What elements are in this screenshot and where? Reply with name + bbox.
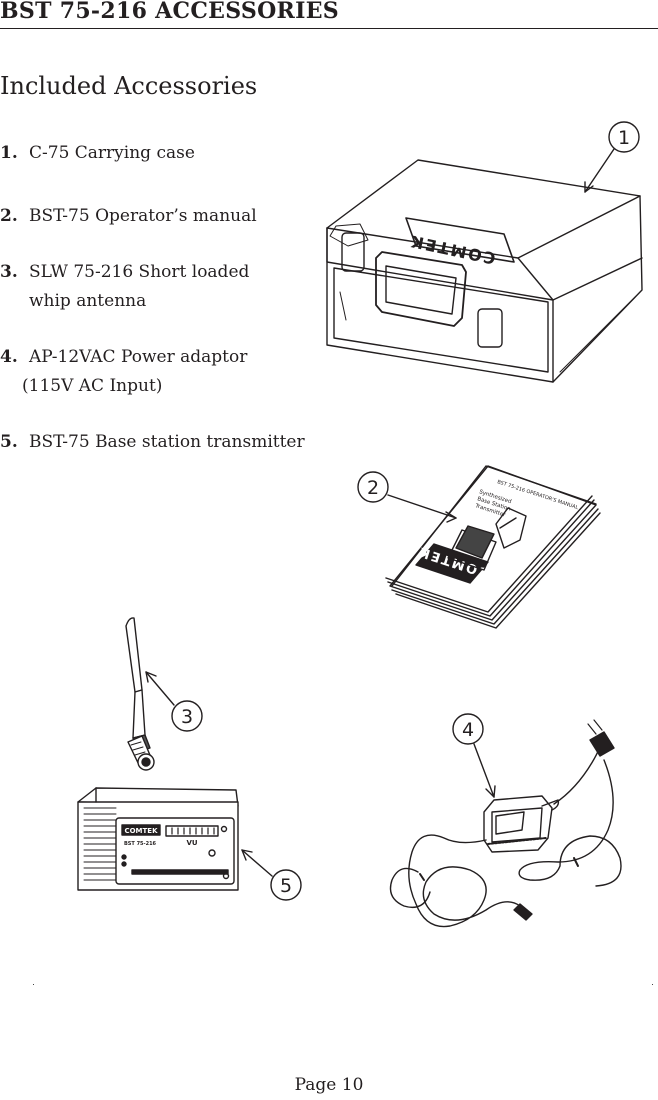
callout-number: 5 (280, 875, 292, 897)
accessory-item-3: 3. SLW 75-216 Short loaded whip antenna (0, 258, 249, 316)
item-text-continued: (115V AC Input) (22, 376, 163, 396)
accessory-item-4: 4. AP-12VAC Power adaptor (115V AC Input) (0, 343, 247, 401)
margin-mark (33, 984, 34, 985)
item-number: 3. (0, 262, 18, 282)
item-text: AP-12VAC Power adaptor (29, 347, 248, 367)
accessory-item-5: 5. BST-75 Base station transmitter (0, 428, 305, 457)
transmitter-meter-label: VU (186, 839, 197, 847)
whip-antenna-illustration (125, 617, 155, 771)
transmitter-brand-label: COMTEK (124, 827, 158, 835)
item-number: 1. (0, 143, 18, 163)
callout-1: 1 (584, 121, 640, 193)
header-rule (0, 28, 658, 29)
accessory-item-2: 2. BST-75 Operator’s manual (0, 202, 257, 231)
item-number: 2. (0, 206, 18, 226)
page-header-title: BST 75-216 ACCESSORIES (0, 0, 339, 24)
callout-number: 2 (367, 477, 379, 499)
callout-4: 4 (452, 713, 496, 798)
item-text: BST-75 Operator’s manual (29, 206, 257, 226)
callout-5: 5 (241, 849, 302, 901)
accessory-item-1: 1. C-75 Carrying case (0, 139, 195, 168)
callout-number: 1 (618, 127, 630, 149)
callout-number: 3 (181, 706, 193, 728)
power-adaptor-illustration (389, 719, 622, 928)
callout-number: 4 (462, 719, 474, 741)
operators-manual-illustration: COMTEK BST 75-216 OPERATOR'S MANUAL Synt… (385, 465, 601, 629)
section-title: Included Accessories (0, 72, 258, 100)
item-text: SLW 75-216 Short loaded (29, 262, 250, 282)
callout-3: 3 (145, 671, 203, 732)
transmitter-model-label: BST 75-216 (124, 841, 157, 847)
page-number: Page 10 (294, 1075, 364, 1095)
item-number: 4. (0, 347, 18, 367)
carrying-case-illustration: COMTEK (326, 159, 643, 383)
base-station-transmitter-illustration: COMTEK BST 75-216 VU (77, 787, 239, 891)
item-text: C-75 Carrying case (29, 143, 195, 163)
margin-mark (652, 984, 653, 985)
item-text: BST-75 Base station transmitter (29, 432, 305, 452)
item-number: 5. (0, 432, 18, 452)
callout-2: 2 (357, 471, 457, 523)
item-text-continued: whip antenna (29, 291, 147, 311)
